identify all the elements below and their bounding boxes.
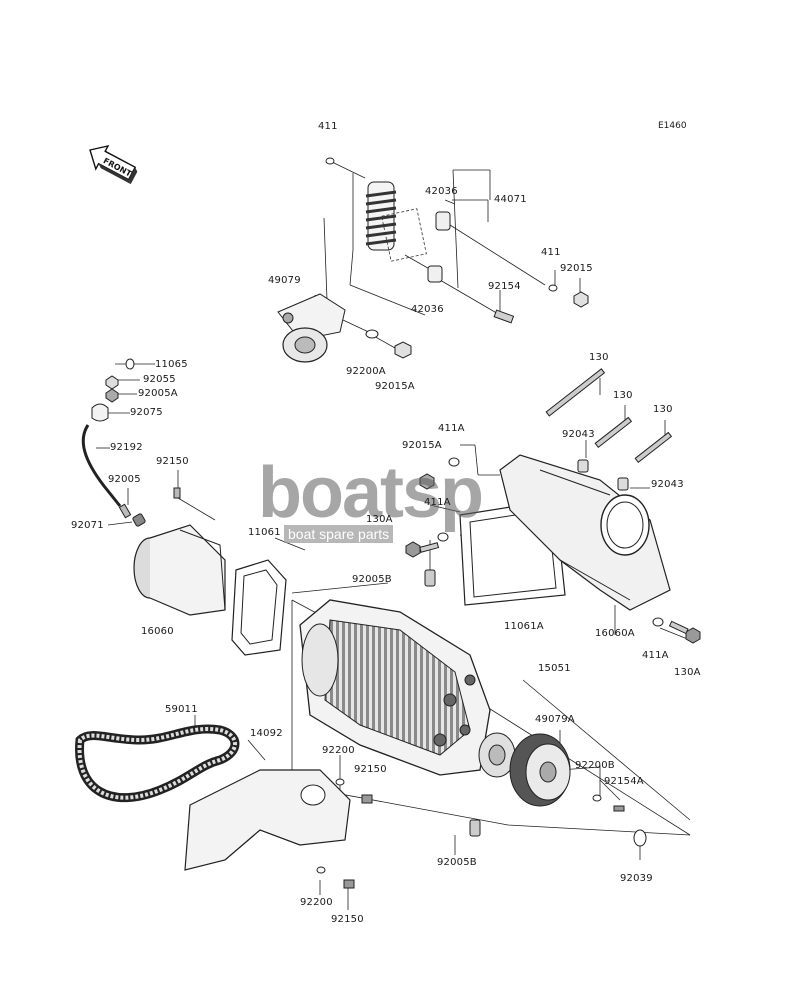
part-label[interactable]: 411A (424, 497, 451, 508)
part-label[interactable]: 92154A (604, 776, 644, 787)
part-label[interactable]: 92071 (71, 520, 104, 531)
watermark-tagline: boat spare parts (284, 525, 394, 543)
part-label[interactable]: 92043 (651, 479, 684, 490)
part-label[interactable]: 92015A (402, 440, 442, 451)
part-label[interactable]: 92075 (130, 407, 163, 418)
part-label[interactable]: 92005A (138, 388, 178, 399)
part-label[interactable]: 130A (366, 514, 393, 525)
drive-belt-drawing (75, 724, 240, 803)
diagram-code: E1460 (658, 121, 687, 131)
supercharger-drawing (299, 599, 647, 847)
part-label[interactable]: 411A (438, 423, 465, 434)
part-label[interactable]: 92039 (620, 873, 653, 884)
part-label[interactable]: 92200B (575, 760, 615, 771)
front-arrow-icon: FRONT (89, 144, 138, 185)
part-label[interactable]: 14092 (250, 728, 283, 739)
belt-cover-drawing (184, 769, 373, 889)
part-label[interactable]: 411 (318, 121, 338, 132)
part-label[interactable]: 130A (674, 667, 701, 678)
part-label[interactable]: 411A (642, 650, 669, 661)
part-label[interactable]: 42036 (411, 304, 444, 315)
oil-line-drawing (81, 358, 181, 527)
part-label[interactable]: 42036 (425, 186, 458, 197)
part-label[interactable]: 92154 (488, 281, 521, 292)
part-label[interactable]: 59011 (165, 704, 198, 715)
part-label[interactable]: 92015A (375, 381, 415, 392)
part-label[interactable]: 49079 (268, 275, 301, 286)
part-label[interactable]: 130 (589, 352, 609, 363)
part-label[interactable]: 44071 (494, 194, 527, 205)
part-label[interactable]: 11065 (155, 359, 188, 370)
part-label[interactable]: 11061A (504, 621, 544, 632)
watermark-brand: boatsp (258, 453, 484, 533)
part-label[interactable]: 92192 (110, 442, 143, 453)
part-label[interactable]: 92150 (156, 456, 189, 467)
idler-pulley-drawing (277, 157, 589, 363)
part-label[interactable]: 11061 (248, 527, 281, 538)
part-label[interactable]: 92150 (354, 764, 387, 775)
part-label[interactable]: 15051 (538, 663, 571, 674)
part-label[interactable]: 92200 (300, 897, 333, 908)
part-label[interactable]: 92200A (346, 366, 386, 377)
intake-plenum-drawing (405, 368, 701, 644)
part-label[interactable]: 130 (613, 390, 633, 401)
part-label[interactable]: 92005B (437, 857, 477, 868)
part-label[interactable]: 16060 (141, 626, 174, 637)
part-label[interactable]: 92005B (352, 574, 392, 585)
part-label[interactable]: 130 (653, 404, 673, 415)
part-label[interactable]: 16060A (595, 628, 635, 639)
part-label[interactable]: 411 (541, 247, 561, 258)
part-label[interactable]: 49079A (535, 714, 575, 725)
part-label[interactable]: 92043 (562, 429, 595, 440)
tensioner-spring-drawing (365, 181, 451, 283)
part-label[interactable]: 92150 (331, 914, 364, 925)
part-label[interactable]: 92005 (108, 474, 141, 485)
intake-duct-drawing (133, 524, 287, 656)
part-label[interactable]: 92200 (322, 745, 355, 756)
part-label[interactable]: 92055 (143, 374, 176, 385)
part-label[interactable]: 92015 (560, 263, 593, 274)
